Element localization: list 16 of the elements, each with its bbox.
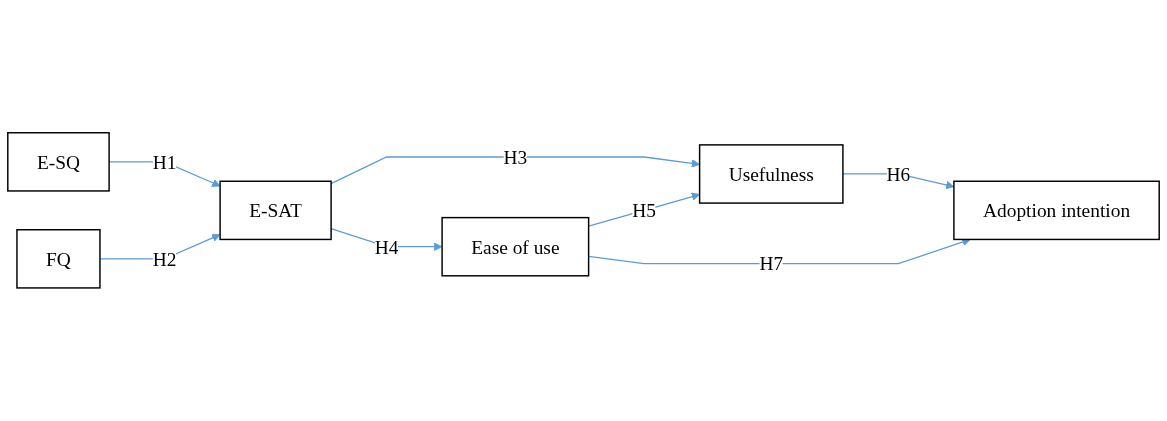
arrow — [588, 192, 700, 227]
node-box: E-SQ — [7, 132, 110, 192]
arrow — [588, 238, 971, 265]
edge-label: H1 — [152, 151, 177, 173]
node-box: Usefulness — [698, 144, 844, 204]
edge-label: H6 — [886, 163, 911, 185]
edge-label: H3 — [503, 146, 528, 168]
arrow — [330, 156, 700, 185]
edge-label: H2 — [152, 248, 177, 270]
edge-label: H4 — [374, 236, 399, 258]
node-box: E-SAT — [219, 180, 332, 241]
edge-label: H7 — [759, 253, 784, 275]
node-box: FQ — [16, 229, 101, 289]
node-box: Ease of use — [441, 217, 590, 277]
edge-label: H5 — [632, 199, 656, 222]
node-box: Adoption intention — [953, 180, 1160, 241]
